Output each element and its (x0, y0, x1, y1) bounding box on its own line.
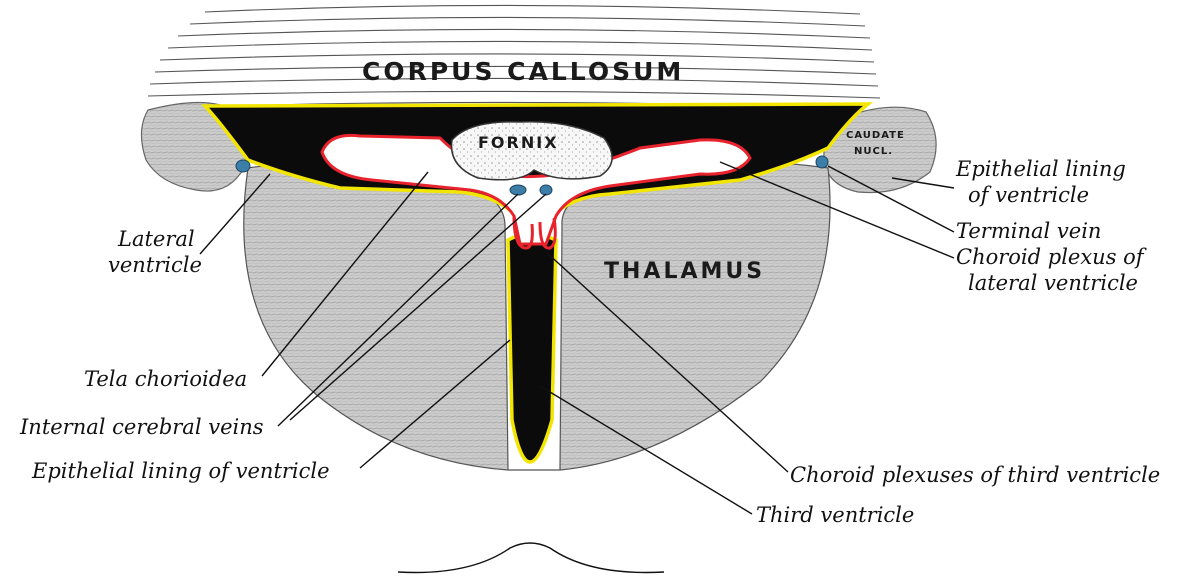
terminal-vein-label: Terminal vein (956, 219, 1101, 243)
third-ventricle-label: Third ventricle (756, 503, 914, 527)
thalamus-label: THALAMUS (604, 259, 765, 284)
epithelial-lining-right-line2: of ventricle (968, 183, 1089, 207)
choroid-plexus-lateral-line1: Choroid plexus of (956, 245, 1147, 269)
tela-chorioidea-label: Tela chorioidea (84, 367, 247, 391)
corpus-callosum-label: CORPUS CALLOSUM (362, 57, 684, 86)
epithelial-lining-left-label: Epithelial lining of ventricle (31, 459, 330, 483)
terminal-vein-left (236, 160, 250, 172)
choroid-plexuses-third-label: Choroid plexuses of third ventricle (790, 463, 1160, 487)
caudate-label-line1: CAUDATE (846, 130, 905, 141)
epithelial-lining-right-line1: Epithelial lining (955, 157, 1126, 181)
bottom-contour (398, 543, 664, 573)
choroid-plexus-lateral-line2: lateral ventricle (968, 271, 1138, 295)
internal-cerebral-veins-label: Internal cerebral veins (19, 415, 264, 439)
internal-cerebral-vein-left (510, 185, 526, 195)
third-ventricle-cavity (508, 234, 556, 462)
terminal-vein-right (816, 156, 828, 168)
caudate-label-line2: NUCL. (854, 146, 893, 157)
lateral-ventricle-line2: ventricle (108, 253, 202, 277)
lateral-ventricle-line1: Lateral (117, 227, 195, 251)
internal-cerebral-vein-right (540, 185, 552, 195)
fornix-label: FORNIX (478, 133, 559, 152)
